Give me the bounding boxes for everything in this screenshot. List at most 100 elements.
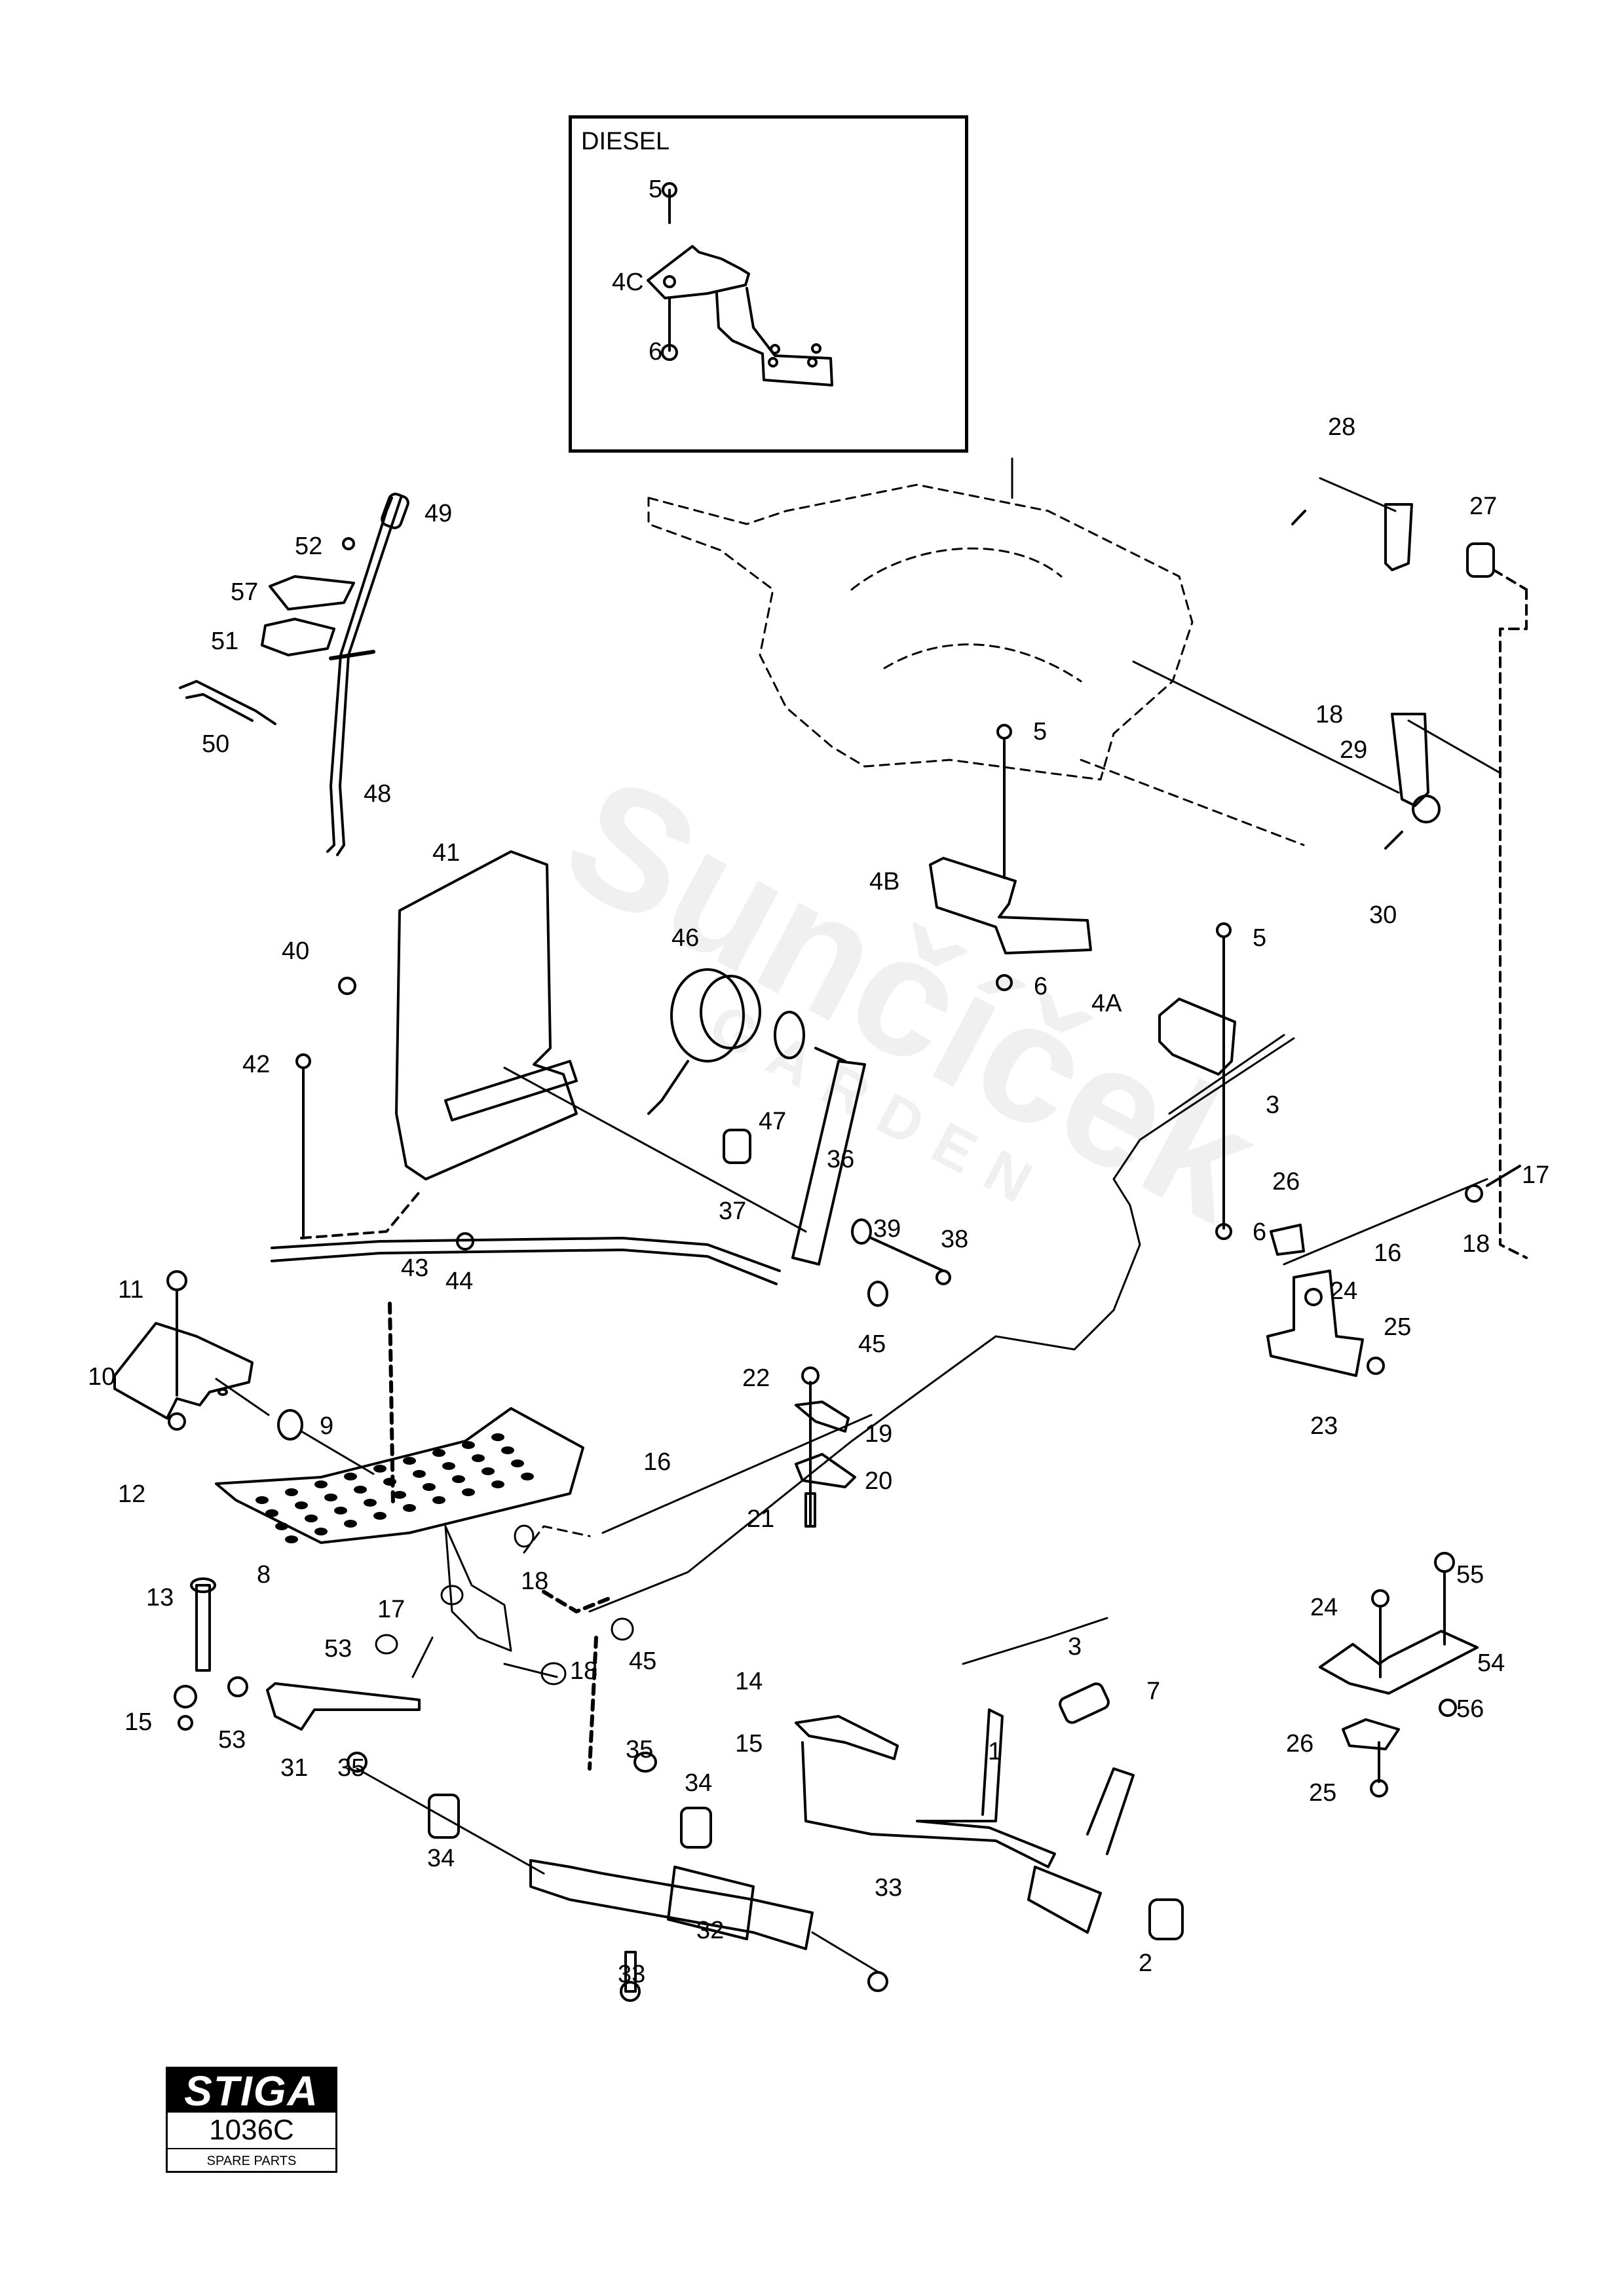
callout-label: 25	[1309, 1779, 1337, 1807]
callout-label: 17	[1522, 1161, 1550, 1189]
callout-label: 39	[873, 1215, 901, 1243]
footplate-hole	[354, 1486, 367, 1494]
plate-54-drawing	[1319, 1552, 1479, 1797]
footplate-hole	[295, 1501, 308, 1509]
footplate-hole	[373, 1512, 387, 1520]
callout-label: 33	[618, 1961, 646, 1988]
callout-label: 6	[1034, 973, 1048, 1000]
callout-label: 40	[282, 937, 310, 965]
callout-label: 41	[432, 839, 461, 867]
footplate-hole	[491, 1480, 504, 1488]
callout-label: 30	[1369, 901, 1397, 929]
bracket-4b-drawing	[929, 724, 1092, 991]
footplate-hole	[432, 1496, 445, 1504]
callout-label: 45	[629, 1647, 657, 1675]
diagram-number: 1036C	[168, 2113, 335, 2149]
cable-3-upper	[588, 1034, 1295, 1613]
transmission-outline	[647, 483, 1305, 846]
callout-label: 28	[1328, 413, 1356, 441]
callout-label: 46	[671, 924, 700, 952]
footplate-hole	[462, 1488, 475, 1496]
lever-29-drawing	[1132, 477, 1528, 1259]
callout-label: 16	[1374, 1239, 1402, 1267]
callout-label: 31	[280, 1754, 309, 1782]
callout-label: 5	[1253, 924, 1267, 952]
pedal-1-drawing	[795, 1617, 1184, 1940]
bracket-23-drawing	[1266, 1165, 1521, 1377]
callout-label: 24	[1310, 1594, 1338, 1621]
callout-label: 38	[941, 1226, 969, 1253]
rod-48-drawing	[179, 493, 409, 856]
callout-label: 4A	[1091, 990, 1122, 1017]
footplate-hole	[275, 1522, 288, 1530]
callout-label: 45	[858, 1330, 886, 1358]
callout-label: 15	[735, 1730, 763, 1758]
footplate-hole	[403, 1504, 416, 1512]
callout-label: 12	[118, 1480, 146, 1508]
callout-label: 48	[364, 780, 392, 808]
callout-label: 50	[202, 730, 230, 758]
callout-label: 25	[1384, 1313, 1412, 1341]
callout-label: 27	[1469, 493, 1498, 520]
callout-label: 53	[218, 1726, 246, 1754]
callout-label: 16	[643, 1448, 671, 1476]
callout-label: 56	[1456, 1695, 1484, 1723]
rod-44-drawing	[271, 1237, 781, 1509]
callout-label: 34	[427, 1845, 455, 1872]
footplate-hole	[511, 1459, 524, 1467]
callout-label: 6	[1253, 1218, 1267, 1246]
callout-label: 11	[118, 1276, 144, 1304]
footplate-hole	[423, 1483, 436, 1491]
callout-label: 57	[231, 578, 259, 606]
callout-label: 24	[1330, 1277, 1358, 1305]
callout-label: 15	[124, 1708, 153, 1736]
callout-label: 18	[570, 1657, 598, 1685]
callout-label: 34	[685, 1769, 713, 1797]
callout-label: 35	[337, 1754, 366, 1782]
callout-label: 42	[242, 1051, 271, 1078]
footplate-hole	[452, 1475, 465, 1483]
callout-label: 6	[649, 338, 663, 366]
clamp-19-drawing	[795, 1366, 856, 1528]
callout-label: 3	[1266, 1091, 1280, 1119]
callout-label: 5	[1033, 718, 1048, 745]
callout-label: 17	[377, 1596, 406, 1623]
spare-parts-caption: SPARE PARTS	[206, 2153, 297, 2168]
callout-label: 4B	[869, 868, 900, 895]
footplate-hole	[383, 1478, 396, 1486]
footplate-hole	[344, 1473, 357, 1480]
callout-label: 13	[146, 1584, 174, 1611]
footplate-hole	[491, 1433, 504, 1441]
footplate-hole	[472, 1454, 485, 1462]
footplate-hole	[285, 1488, 298, 1496]
bracket-4c-drawing	[647, 182, 833, 386]
footplate-hole	[305, 1515, 318, 1522]
bracket-10-drawing	[113, 1270, 375, 1475]
footplate-hole	[403, 1457, 416, 1465]
callout-label: 22	[742, 1364, 770, 1392]
panel-41-drawing	[295, 850, 807, 1251]
footplate-hole	[373, 1465, 387, 1473]
callout-label: 18	[1462, 1230, 1490, 1258]
callout-label: 32	[696, 1917, 725, 1944]
callout-label: 14	[735, 1668, 763, 1695]
callout-label: 49	[425, 500, 453, 527]
callout-label: 52	[295, 533, 323, 560]
footplate-hole	[255, 1496, 269, 1504]
callout-label: 4C	[612, 269, 644, 296]
inset-title: DIESEL	[581, 128, 670, 155]
callout-label: 20	[865, 1467, 893, 1495]
callout-label: 55	[1456, 1561, 1484, 1589]
callout-label: 10	[88, 1363, 116, 1391]
footplate-hole	[521, 1473, 534, 1480]
callout-label: 33	[875, 1874, 903, 1902]
footplate-hole	[285, 1535, 298, 1543]
bolt-13-drawing	[174, 1577, 216, 1731]
footplate-hole	[314, 1480, 328, 1488]
footplate-holes	[255, 1433, 534, 1543]
footplate-hole	[314, 1528, 328, 1535]
callout-label: 21	[747, 1505, 775, 1533]
callout-label: 51	[211, 628, 239, 655]
footplate-hole	[501, 1446, 514, 1454]
